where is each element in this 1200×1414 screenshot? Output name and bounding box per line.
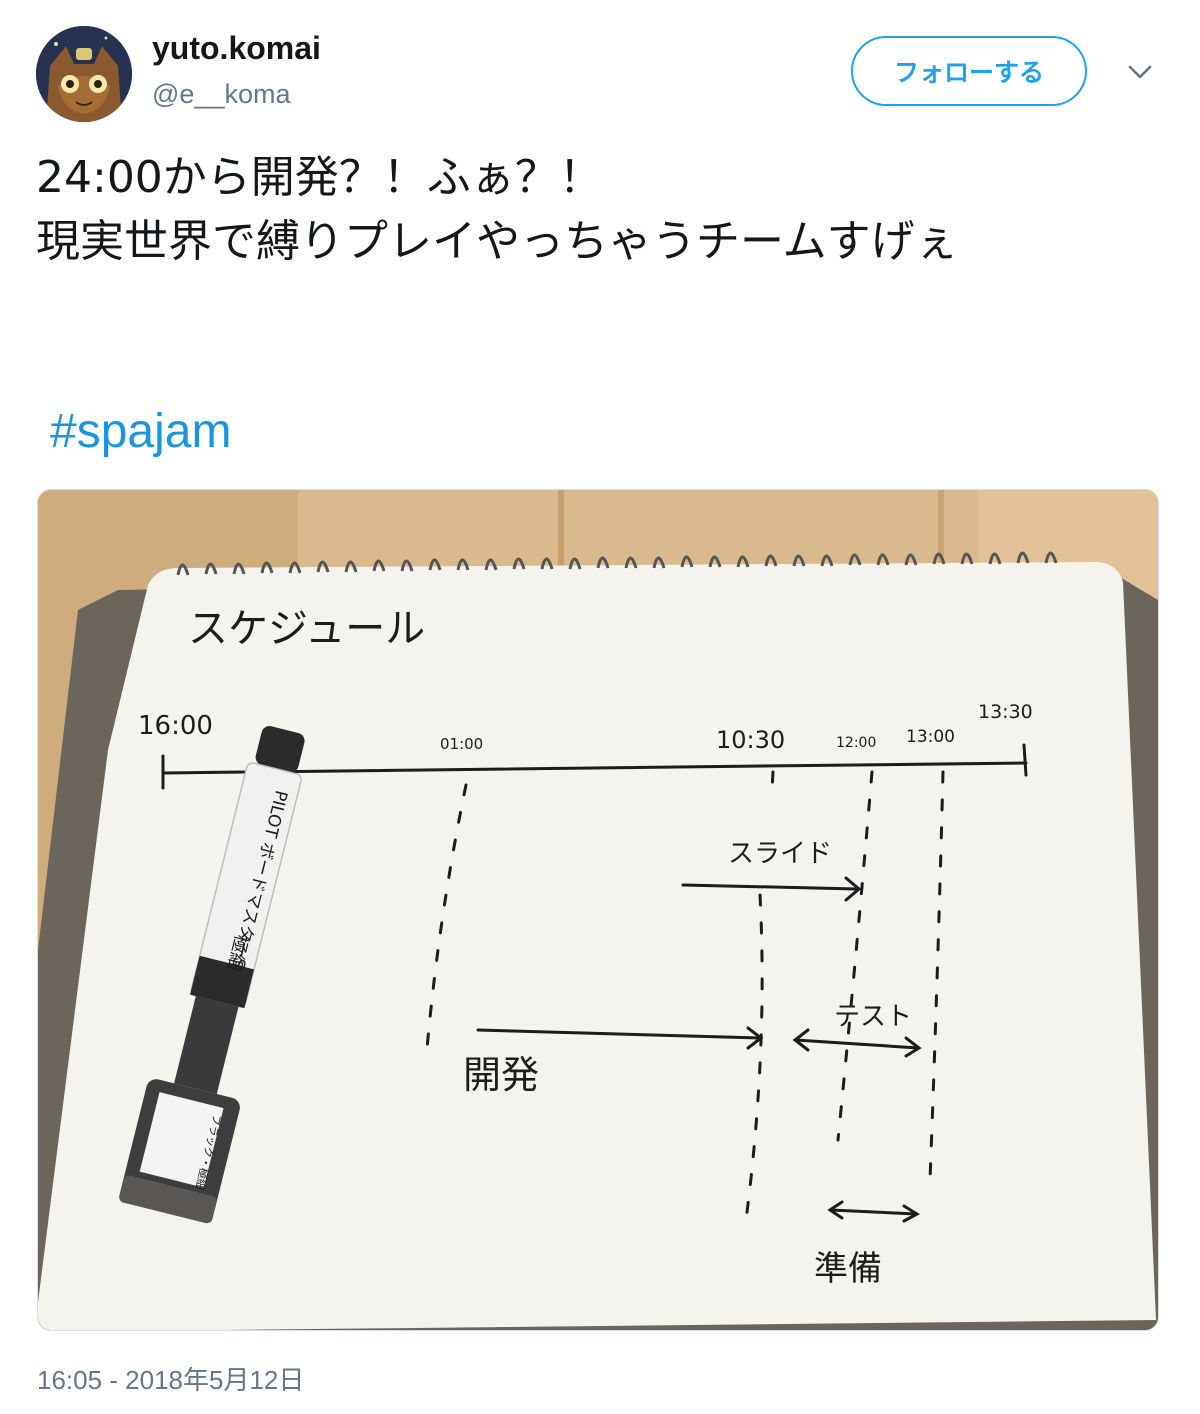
tweet-header: yuto.komai @e__koma フォローする [0, 0, 1200, 130]
label-test: テスト [834, 1002, 912, 1032]
time-label-start: 16:00 [138, 711, 213, 741]
tweet-timestamp[interactable]: 16:05 - 2018年5月12日 [37, 1365, 305, 1395]
marker-pen: PILOT ボードマスターS 極細 ブラック・極細 [119, 726, 305, 1224]
time-label-1030: 10:30 [716, 726, 785, 754]
tweet-text: 24:00から開発？！ふぁ？！ 現実世界で縛りプレイやっちゃうチームすげぇ [36, 152, 959, 267]
follow-button-label: フォローする [893, 58, 1044, 87]
tweet-photo[interactable]: スケジュール 16:00 01:00 10:30 12:00 13:00 13:… [37, 489, 1159, 1331]
user-handle[interactable]: @e__koma [152, 79, 291, 109]
time-label-0100: 01:00 [440, 735, 483, 753]
time-label-1200: 12:00 [836, 735, 876, 751]
display-name[interactable]: yuto.komai [152, 30, 321, 66]
more-options-button[interactable] [1124, 56, 1156, 88]
avatar[interactable] [36, 26, 132, 122]
label-prep: 準備 [814, 1249, 882, 1289]
follow-button[interactable]: フォローする [851, 36, 1087, 106]
notebook-schedule-photo: スケジュール 16:00 01:00 10:30 12:00 13:00 13:… [38, 490, 1158, 1330]
hashtag-link[interactable]: #spajam [50, 405, 232, 458]
label-dev: 開発 [463, 1053, 539, 1097]
chevron-down-icon [1128, 65, 1152, 79]
schedule-title: スケジュール [188, 606, 425, 652]
label-slide: スライド [728, 839, 832, 869]
time-label-1330: 13:30 [978, 701, 1033, 723]
time-label-1300: 13:00 [906, 727, 955, 747]
avatar-cat-image [36, 26, 132, 122]
